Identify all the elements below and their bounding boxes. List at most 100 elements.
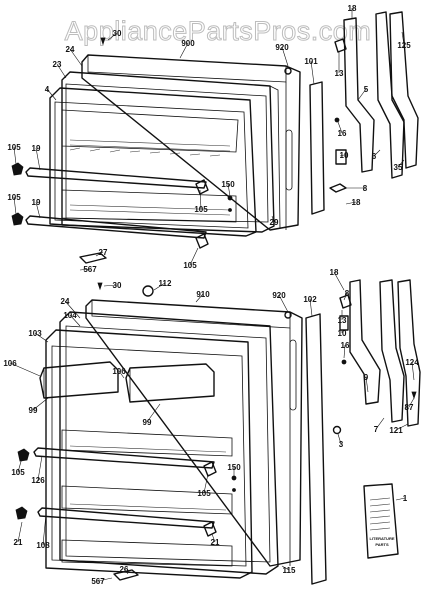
callout-c-567-top: 567 <box>83 265 97 274</box>
callout-c-150-top: 150 <box>221 180 235 189</box>
leader-line-c-87 <box>408 397 415 408</box>
leader-line-c-24-top <box>69 48 83 67</box>
callout-c-99-a: 99 <box>29 406 38 415</box>
freezer-door-liner <box>49 87 257 237</box>
callout-c-13: 13 <box>335 69 344 78</box>
callout-c-26: 26 <box>120 565 129 574</box>
leader-line-c-8-low <box>343 292 348 301</box>
leader-line-c-105-a <box>13 146 17 165</box>
callout-c-105-a: 105 <box>7 143 21 152</box>
leader-line-c-106-a <box>9 362 41 377</box>
callout-c-106-b: 106 <box>112 367 126 376</box>
callout-c-99-b: 99 <box>143 418 152 427</box>
callout-c-105-f: 105 <box>197 489 211 498</box>
callout-c-105-d: 105 <box>183 261 197 270</box>
leader-line-c-99-a <box>32 397 49 411</box>
leader-line-c-18-mid <box>345 201 357 205</box>
callout-c-5: 5 <box>364 85 369 94</box>
callout-c-103: 103 <box>28 329 42 338</box>
leader-line-c-27 <box>95 251 104 257</box>
callout-c-124: 124 <box>405 358 419 367</box>
callout-c-126: 126 <box>31 476 45 485</box>
leader-line-c-4 <box>46 88 57 101</box>
leader-line-c-99-b <box>146 403 161 423</box>
callout-c-10-low: 10 <box>338 329 347 338</box>
leader-line-c-16-top <box>337 121 343 134</box>
leader-line-c-108 <box>42 513 47 546</box>
callout-c-101: 101 <box>304 57 318 66</box>
callout-c-102: 102 <box>303 295 317 304</box>
leader-line-c-105-f <box>203 473 209 494</box>
callout-c-19-a: 19 <box>32 144 41 153</box>
callout-c-16-top: 16 <box>338 129 347 138</box>
callout-c-900: 900 <box>181 39 195 48</box>
callout-c-21-a: 21 <box>14 538 23 547</box>
fresh-food-door-assembly <box>15 282 303 581</box>
callout-c-30-top: 30 <box>113 29 122 38</box>
leader-line-c-115 <box>281 565 290 571</box>
literature-booklet <box>363 483 399 559</box>
plug-112 <box>142 285 154 297</box>
callout-c-16-low: 16 <box>341 341 350 350</box>
callout-c-112: 112 <box>159 279 172 288</box>
leader-line-c-105-c <box>13 196 17 215</box>
leader-line-c-29 <box>271 215 275 223</box>
callout-c-106-a: 106 <box>3 359 17 368</box>
leader-line-c-21-a <box>17 521 23 543</box>
callout-c-920-bot: 920 <box>272 291 286 300</box>
leader-line-c-112 <box>153 282 166 291</box>
leader-line-c-3 <box>337 433 342 445</box>
leader-line-c-105-e <box>17 457 23 473</box>
leader-line-c-920-top <box>281 46 289 67</box>
freezer-door-assembly <box>11 37 301 264</box>
callout-c-87: 87 <box>405 403 414 412</box>
leader-line-c-150-top <box>227 183 231 197</box>
callout-c-21-b: 21 <box>211 538 220 547</box>
leader-line-c-9 <box>365 376 369 393</box>
leader-line-c-24-bot <box>64 300 81 319</box>
callout-c-18-mid: 18 <box>352 198 361 207</box>
leader-line-c-19-b <box>35 201 41 219</box>
leader-line-c-125 <box>401 31 405 46</box>
leader-line-c-18-low <box>333 271 345 291</box>
callout-c-30-bot: 30 <box>113 281 122 290</box>
callout-c-8-top: 8 <box>363 184 368 193</box>
callout-c-920-top: 920 <box>275 43 289 52</box>
callout-c-4: 4 <box>45 85 50 94</box>
leader-line-c-567-bot <box>97 577 113 582</box>
leader-line-c-121 <box>395 423 409 431</box>
bar-end-cap-lower-left <box>11 212 24 226</box>
leader-line-c-106-b <box>118 370 125 379</box>
callout-c-104: 104 <box>63 311 77 320</box>
bar-end-cap-upper-left <box>11 162 24 176</box>
freezer-door-panel <box>81 54 301 231</box>
leader-line-c-910 <box>195 293 204 303</box>
callout-c-3: 3 <box>339 440 344 449</box>
callout-c-8-low: 8 <box>345 289 350 298</box>
callout-c-121: 121 <box>389 426 403 435</box>
callout-c-24-bot: 24 <box>61 297 70 306</box>
literature-label-line1: LITERATURE <box>369 536 394 541</box>
freezer-door-bar-upper <box>25 167 207 189</box>
callout-c-108: 108 <box>36 541 50 550</box>
callout-c-105-c: 105 <box>7 193 21 202</box>
callout-c-567-bot: 567 <box>91 577 105 586</box>
leader-line-c-6 <box>373 149 381 157</box>
leader-line-c-920-bot <box>278 294 289 313</box>
callout-c-105-b: 105 <box>194 205 208 214</box>
label-27 <box>79 252 107 264</box>
leader-line-c-124 <box>411 361 415 381</box>
freezer-hinge-parts <box>284 11 419 215</box>
callout-c-125: 125 <box>397 41 411 50</box>
callout-c-105-e: 105 <box>11 468 25 477</box>
leader-line-c-19-a <box>35 147 41 171</box>
callout-c-18-top: 18 <box>348 4 357 13</box>
leader-line-c-101 <box>310 60 315 85</box>
leader-line-c-5 <box>357 88 367 101</box>
leader-line-c-105-d <box>189 247 199 266</box>
leader-line-c-30-bot <box>103 284 118 287</box>
leader-line-c-103 <box>34 332 49 343</box>
leader-line-c-16-low <box>343 344 346 359</box>
